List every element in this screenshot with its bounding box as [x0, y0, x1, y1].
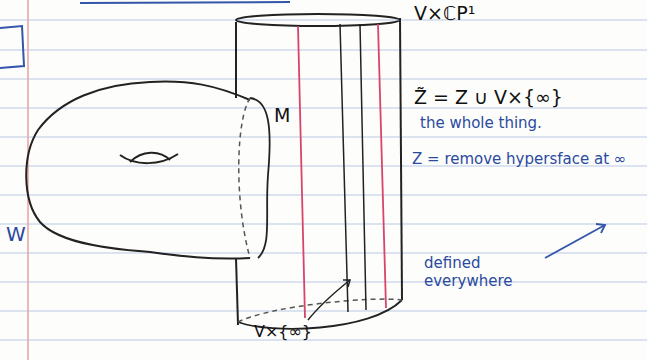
- space-label: V×ℂP¹: [414, 2, 475, 25]
- boundary-label: M: [274, 104, 290, 127]
- definition-note: Z̃ = Z ∪ V×{∞}: [414, 86, 563, 109]
- manifold-label: W: [6, 222, 26, 246]
- note: defined everywhere: [424, 254, 544, 290]
- part-label: V×{∞}: [254, 322, 312, 341]
- note: the whole thing.: [420, 114, 542, 132]
- note: Z = remove hypersface at ∞: [412, 150, 638, 168]
